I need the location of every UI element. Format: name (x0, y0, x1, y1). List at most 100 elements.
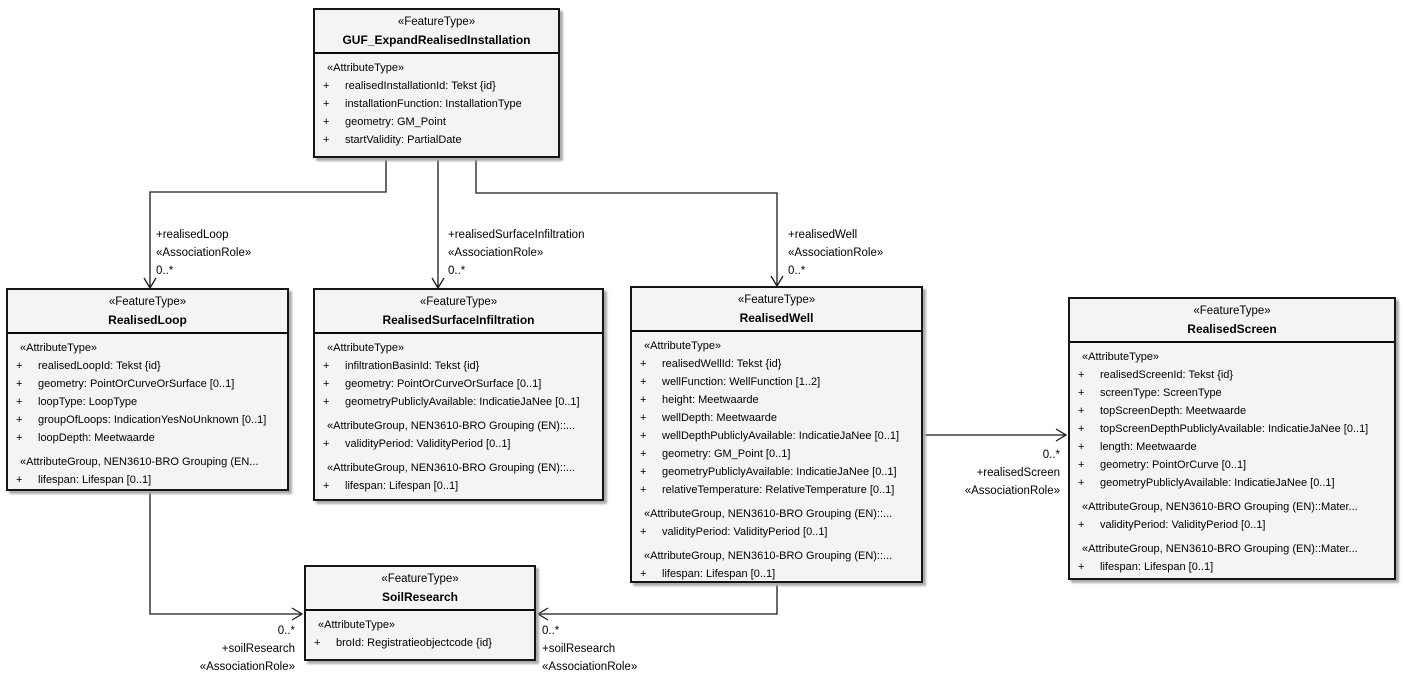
class-name: RealisedWell (739, 311, 814, 325)
stereotype-label: «FeatureType» (737, 294, 816, 306)
attribute-row: +wellDepth: Meetwaarde (632, 409, 919, 427)
class-name: RealisedLoop (108, 313, 187, 327)
attribute-text: lifespan: Lifespan [0..1] (1100, 561, 1214, 573)
class-name: SoilResearch (381, 590, 459, 604)
attribute-row: +geometry: PointOrCurve [0..1] (1070, 456, 1392, 474)
attribute-row: +lifespan: Lifespan [0..1] (8, 471, 285, 489)
role-stereotype: «AssociationRole» (448, 247, 544, 259)
multiplicity: 0..* (542, 625, 560, 637)
role-name: +soilResearch (542, 643, 616, 655)
attribute-row: +installationFunction: InstallationType (315, 95, 556, 113)
attribute-text: topScreenDepthPubliclyAvailable: Indicat… (1100, 423, 1369, 435)
role-name: +soilResearch (221, 643, 295, 655)
visibility-plus: + (323, 98, 330, 110)
role-stereotype: «AssociationRole» (199, 661, 295, 673)
class-box-realised-well[interactable]: «FeatureType» RealisedWell «AttributeTyp… (630, 286, 923, 583)
attribute-text: realisedInstallationId: Tekst {id} (345, 80, 496, 92)
attribute-row: +validityPeriod: ValidityPeriod [0..1] (1070, 516, 1392, 534)
connector-soilResearch-from-loop[interactable] (149, 491, 304, 621)
class-name: RealisedSurfaceInfiltration (382, 313, 535, 327)
attribute-text: realisedWellId: Tekst {id} (662, 358, 782, 370)
attribute-row: +topScreenDepthPubliclyAvailable: Indica… (1070, 420, 1392, 438)
attribute-row: +groupOfLoops: IndicationYesNoUnknown [0… (8, 411, 285, 429)
class-box-realised-surface-infiltration[interactable]: «FeatureType» RealisedSurfaceInfiltratio… (313, 288, 604, 501)
attribute-text: height: Meetwaarde (662, 394, 759, 406)
attribute-row: + realisedLoopId: Tekst {id} (8, 357, 285, 375)
attribute-section-label: «AttributeGroup, NEN3610-BRO Grouping (E… (20, 456, 259, 468)
visibility-plus: + (640, 466, 647, 478)
open-arrowhead-icon (1055, 428, 1068, 442)
class-box-soil-research[interactable]: «FeatureType» SoilResearch «AttributeTyp… (304, 565, 536, 661)
role-name: +realisedWell (788, 229, 858, 241)
attribute-section-label: «AttributeGroup, NEN3610-BRO Grouping (E… (1082, 501, 1358, 513)
stereotype-label: «FeatureType» (381, 573, 459, 585)
attribute-text: lifespan: Lifespan [0..1] (662, 568, 776, 580)
visibility-plus: + (16, 396, 23, 408)
attribute-row: +height: Meetwaarde (632, 391, 919, 409)
visibility-plus: + (1078, 405, 1085, 417)
visibility-plus: + (640, 448, 647, 460)
visibility-plus: + (640, 430, 647, 442)
attribute-row: +geometry: GM_Point [0..1] (632, 445, 919, 463)
attribute-text: loopDepth: Meetwaarde (38, 432, 155, 444)
attribute-text: geometryPubliclyAvailable: IndicatieJaNe… (662, 466, 897, 478)
stereotype-label: «FeatureType» (1193, 305, 1271, 317)
attribute-text: screenType: ScreenType (1100, 387, 1222, 399)
attribute-text: infiltrationBasinId: Tekst {id} (345, 360, 480, 372)
class-header: «FeatureType» RealisedLoop (8, 290, 287, 334)
attribute-row: +realisedScreenId: Tekst {id} (1070, 366, 1392, 384)
attribute-section-label: «AttributeType» (20, 342, 98, 354)
attribute-text: startValidity: PartialDate (345, 134, 462, 146)
class-header: «FeatureType» RealisedWell (632, 288, 921, 332)
attribute-section-label: «AttributeType» (1082, 351, 1160, 363)
attribute-row: +wellFunction: WellFunction [1..2] (632, 373, 919, 391)
role-stereotype: «AssociationRole» (542, 661, 638, 673)
role-name: +realisedSurfaceInfiltration (448, 229, 585, 241)
attribute-row: +lifespan: Lifespan [0..1] (632, 565, 919, 583)
attribute-text: validityPeriod: ValidityPeriod [0..1] (1100, 519, 1266, 531)
association-label-realised-loop: +realisedLoop «AssociationRole» 0..* (156, 226, 251, 280)
connector-realisedSurfaceInfiltration[interactable] (431, 158, 445, 290)
open-arrowhead-icon (291, 607, 304, 621)
attribute-text: wellDepthPubliclyAvailable: IndicatieJaN… (662, 430, 900, 442)
attribute-compartment: «AttributeType»+realisedInstallationId: … (315, 54, 558, 149)
attribute-section-label: «AttributeGroup, NEN3610-BRO Grouping (E… (327, 462, 576, 474)
class-header: «FeatureType» RealisedSurfaceInfiltratio… (315, 290, 602, 334)
visibility-plus: + (16, 360, 23, 372)
attribute-section-label: «AttributeGroup, NEN3610-BRO Grouping (E… (327, 420, 576, 432)
role-name: +realisedScreen (976, 467, 1060, 479)
attribute-text: realisedLoopId: Tekst {id} (38, 360, 161, 372)
attribute-row: +geometry: PointOrCurveOrSurface [0..1] (8, 375, 285, 393)
attribute-section-label: «AttributeGroup, NEN3610-BRO Grouping (E… (644, 550, 893, 562)
attribute-row: + startValidity: PartialDate (315, 131, 556, 149)
attribute-compartment: «AttributeType» +realisedScreenId: Tekst … (1070, 343, 1394, 576)
attribute-row: +loopType: LoopType (8, 393, 285, 411)
attribute-row: +geometryPubliclyAvailable: IndicatieJaN… (315, 393, 600, 411)
visibility-plus: + (16, 432, 23, 444)
visibility-plus: + (1078, 387, 1085, 399)
attribute-row: + wellDepthPubliclyAvailable: IndicatieJa… (632, 427, 919, 445)
visibility-plus: + (323, 134, 330, 146)
attribute-row: +realisedWellId: Tekst {id} (632, 355, 919, 373)
role-stereotype: «AssociationRole» (788, 247, 884, 259)
class-box-realised-loop[interactable]: «FeatureType» RealisedLoop «AttributeTyp… (6, 288, 289, 491)
association-label-realised-screen: 0..* +realisedScreen «AssociationRole» (910, 446, 1060, 500)
class-box-realised-screen[interactable]: «FeatureType» RealisedScreen «AttributeT… (1068, 297, 1396, 580)
connector-soilResearch-from-well[interactable] (536, 583, 778, 621)
multiplicity: 0..* (156, 265, 174, 277)
visibility-plus: + (16, 414, 23, 426)
attribute-text: broId: Registratieobjectcode {id} (336, 637, 492, 649)
visibility-plus: + (323, 116, 330, 128)
visibility-plus: + (640, 484, 647, 496)
attribute-row: + loopDepth: Meetwaarde (8, 429, 285, 447)
role-name: +realisedLoop (156, 229, 229, 241)
class-box-guf-expand-realised-installation[interactable]: «FeatureType» GUF_ExpandRealisedInstalla… (313, 8, 560, 158)
visibility-plus: + (16, 474, 23, 486)
attribute-row: +infiltrationBasinId: Tekst {id} (315, 357, 600, 375)
connector-realisedScreen[interactable] (923, 428, 1068, 442)
association-label-realised-surface-infiltration: +realisedSurfaceInfiltration «Associatio… (448, 226, 584, 280)
attribute-row: +topScreenDepth: Meetwaarde (1070, 402, 1392, 420)
attribute-row: +broId: Registratieobjectcode {id} (306, 634, 532, 652)
multiplicity: 0..* (448, 265, 466, 277)
